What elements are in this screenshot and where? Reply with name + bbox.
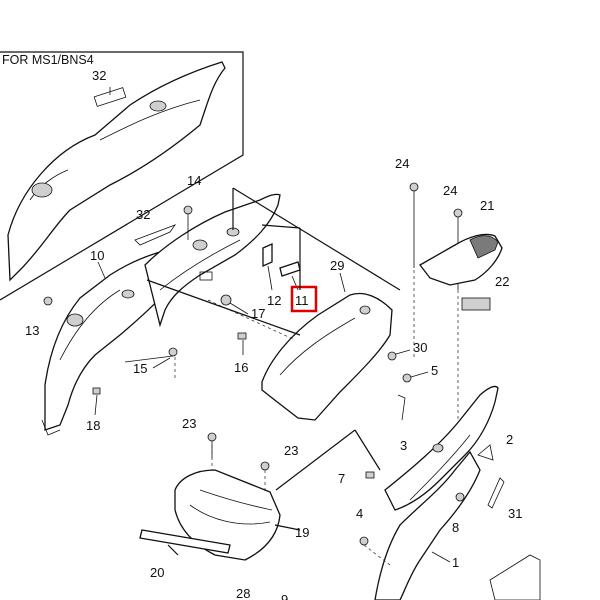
label-14: 14 bbox=[187, 173, 201, 188]
label-5: 5 bbox=[431, 363, 438, 378]
label-31: 31 bbox=[508, 506, 522, 521]
label-11: 11 bbox=[295, 293, 309, 308]
fasteners-left: 14 13 15 16 17 18 bbox=[25, 173, 265, 433]
fasteners-right: 30 5 bbox=[387, 340, 438, 383]
label-16: 16 bbox=[234, 360, 248, 375]
label-29: 29 bbox=[330, 258, 344, 273]
label-22: 22 bbox=[495, 274, 509, 289]
label-23b: 23 bbox=[284, 443, 298, 458]
label-32b: 32 bbox=[136, 207, 150, 222]
rubber-dampers: 12 11 bbox=[262, 242, 318, 313]
highlight-box-11[interactable] bbox=[290, 285, 318, 313]
tail-cover-29: 29 bbox=[261, 258, 393, 421]
label-20: 20 bbox=[150, 565, 164, 580]
label-19: 19 bbox=[295, 525, 309, 540]
label-4: 4 bbox=[356, 506, 363, 521]
label-21: 21 bbox=[480, 198, 494, 213]
label-17: 17 bbox=[251, 306, 265, 321]
label-13: 13 bbox=[25, 323, 39, 338]
right-side-cover: 2 3 31 8 1 4 7 bbox=[338, 385, 541, 600]
lower-center-parts: 23 23 19 20 28 9 bbox=[139, 416, 309, 600]
variant-inset: FOR MS1/BNS4 32 bbox=[0, 51, 244, 301]
right-upper-parts: 24 24 21 22 bbox=[395, 156, 509, 311]
leader-lines bbox=[124, 187, 459, 566]
variant-note: FOR MS1/BNS4 bbox=[2, 53, 94, 67]
label-30: 30 bbox=[413, 340, 427, 355]
label-7: 7 bbox=[338, 471, 345, 486]
label-24b: 24 bbox=[443, 183, 457, 198]
lower-cover-19 bbox=[174, 469, 281, 561]
label-1: 1 bbox=[452, 555, 459, 570]
label-2: 2 bbox=[506, 432, 513, 447]
label-23a: 23 bbox=[182, 416, 196, 431]
label-10: 10 bbox=[90, 248, 104, 263]
label-18: 18 bbox=[86, 418, 100, 433]
inset-side-cover bbox=[7, 61, 226, 282]
label-15: 15 bbox=[133, 361, 147, 376]
label-12: 12 bbox=[267, 293, 281, 308]
label-3: 3 bbox=[400, 438, 407, 453]
label-32a: 32 bbox=[92, 68, 106, 83]
label-8: 8 bbox=[452, 520, 459, 535]
label-24a: 24 bbox=[395, 156, 409, 171]
label-9: 9 bbox=[281, 592, 288, 600]
label-28: 28 bbox=[236, 586, 250, 600]
upper-side-cover: 32 bbox=[134, 193, 281, 328]
